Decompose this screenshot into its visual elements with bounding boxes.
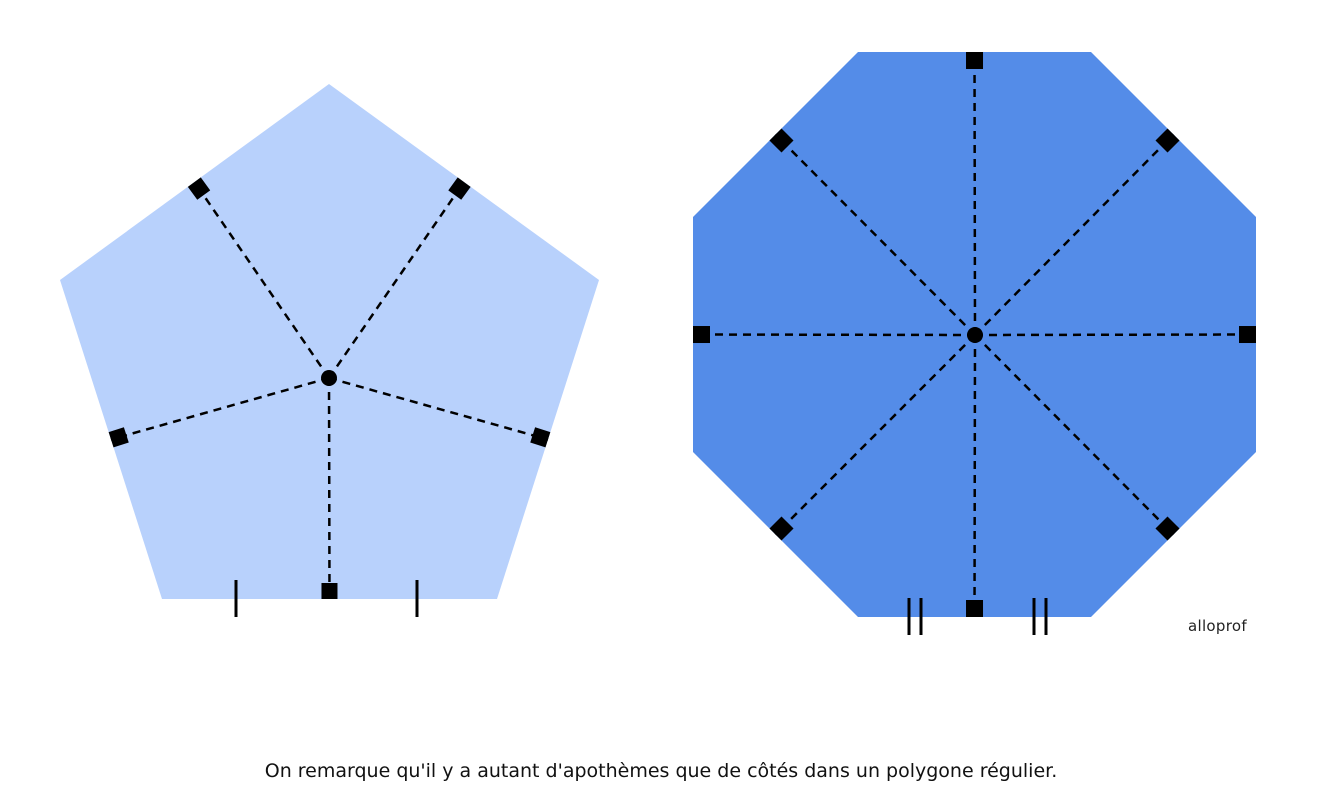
apothem-line	[974, 333, 1257, 337]
pentagon-figure	[60, 84, 599, 617]
apothem-line	[973, 51, 977, 336]
polygon-shape	[60, 84, 599, 599]
apothem-line	[692, 333, 976, 337]
right-angle-marker	[187, 177, 211, 200]
apothem-line	[973, 334, 977, 618]
right-angle-marker	[1239, 326, 1256, 344]
apothem-line	[774, 334, 976, 536]
apothem-line	[328, 376, 549, 441]
octagon-figure	[692, 51, 1257, 635]
apothem-line	[974, 334, 1175, 536]
apothem-line	[327, 181, 466, 379]
right-angle-marker	[966, 600, 984, 617]
right-angle-marker	[108, 427, 129, 448]
right-angle-marker	[448, 177, 471, 200]
right-angle-marker	[321, 583, 338, 599]
right-angle-marker	[1155, 516, 1180, 541]
right-angle-marker	[693, 326, 710, 344]
alloprof-logo: alloprof	[1188, 617, 1247, 635]
apothem-line	[327, 377, 331, 600]
apothem-line	[774, 133, 976, 336]
center-point	[321, 370, 337, 386]
center-point	[967, 327, 983, 343]
apothem-line	[974, 133, 1175, 336]
apothem-line	[193, 181, 331, 379]
caption: On remarque qu'il y a autant d'apothèmes…	[264, 760, 1058, 782]
right-angle-marker	[1155, 128, 1180, 153]
right-angle-marker	[530, 427, 551, 448]
apothem-line	[110, 376, 330, 441]
right-angle-marker	[966, 51, 984, 69]
